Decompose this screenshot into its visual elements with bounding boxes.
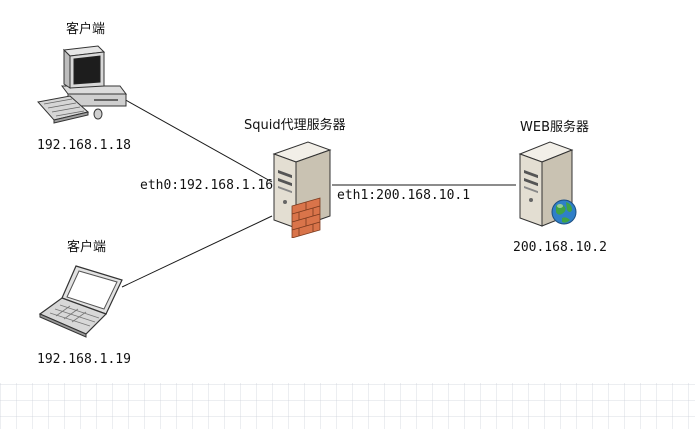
client-bottom-ip: 192.168.1.19 [37, 352, 131, 367]
eth1-label: eth1:200.168.10.1 [337, 188, 471, 203]
desktop-computer-icon [37, 45, 127, 124]
web-server-ip: 200.168.10.2 [513, 240, 607, 255]
web-server-icon [518, 141, 577, 227]
proxy-title: Squid代理服务器 [244, 118, 346, 133]
client-top-ip: 192.168.1.18 [37, 138, 131, 153]
server-firewall-icon [272, 141, 332, 238]
web-server-title: WEB服务器 [520, 120, 589, 135]
link-client-top-to-proxy [121, 97, 273, 183]
eth0-label: eth0:192.168.1.16 [140, 178, 274, 193]
link-client-bottom-to-proxy [121, 215, 273, 288]
diagram-canvas [0, 0, 695, 383]
client-top-title: 客户端 [66, 22, 106, 37]
client-bottom-title: 客户端 [67, 240, 107, 255]
laptop-icon [38, 265, 123, 338]
